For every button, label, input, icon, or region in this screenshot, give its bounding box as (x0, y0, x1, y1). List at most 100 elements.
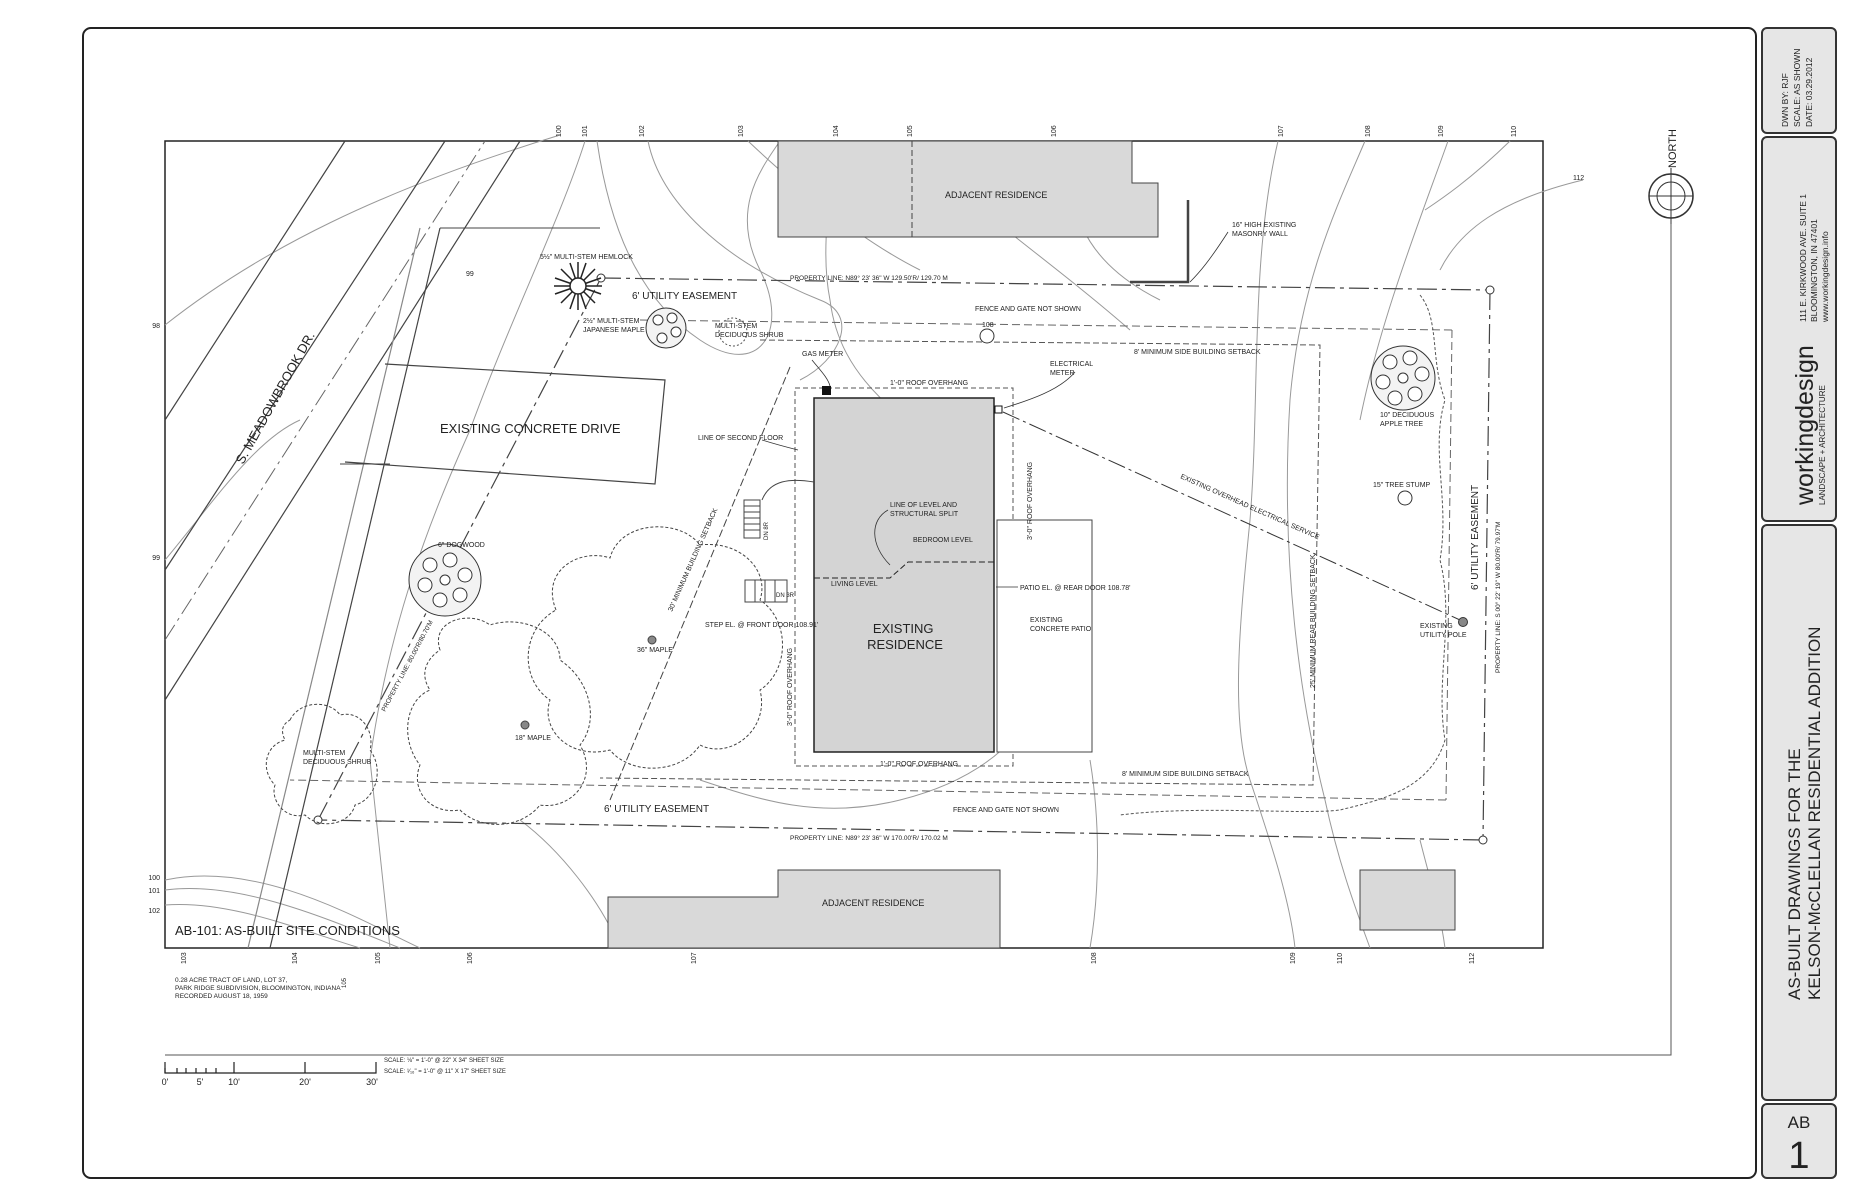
bedroom-level-label: BEDROOM LEVEL (913, 537, 973, 544)
contour-number: 100 (148, 875, 160, 882)
property-left-label: PROPERTY LINE: 80.00'R/80.70'M (381, 619, 435, 713)
contour-number: 100 (556, 125, 563, 137)
contour-numbers-left: 98 99 100 101 102 (148, 323, 160, 915)
utility-right-label: 6' UTILITY EASEMENT (1470, 485, 1481, 590)
contour-number: 107 (1278, 125, 1285, 137)
adjacent-structure-bottom-right (1359, 869, 1456, 931)
sheet-border (82, 27, 1757, 1179)
label-line: MASONRY WALL (1232, 231, 1288, 238)
label-line: STRUCTURAL SPLIT (890, 511, 959, 518)
contour-number: 106 (1051, 125, 1058, 137)
title-info-line: DWN BY: RJF (1780, 73, 1790, 127)
contour-number: 104 (833, 125, 840, 137)
contour-number: 99 (152, 555, 160, 562)
title-block (1761, 27, 1837, 1179)
adjacent-bottom-label: ADJACENT RESIDENCE (822, 898, 924, 908)
scale-tick-label: 20' (299, 1077, 311, 1087)
tree-canopy-18-maple (407, 617, 591, 825)
utility-top-label: 6' UTILITY EASEMENT (632, 291, 737, 302)
label-line: DECIDUOUS SHRUB (303, 759, 372, 766)
contour-number: 112 (1469, 953, 1476, 964)
residence-label-line: RESIDENCE (867, 637, 943, 652)
adjacent-residence-bottom (607, 869, 1001, 949)
label-line: 16" HIGH EXISTING (1232, 222, 1296, 229)
concrete-drive (344, 363, 666, 485)
roof-overhang-right-label: 3'-0" ROOF OVERHANG (1027, 462, 1034, 540)
contour-numbers-top: 100 101 102 103 104 105 106 107 108 109 … (556, 125, 1518, 137)
roof-overhang-left-label: 3'-0" ROOF OVERHANG (787, 648, 794, 726)
tree-stump-label: 15" TREE STUMP (1373, 482, 1431, 489)
label-line: METER (1050, 370, 1075, 377)
hemlock-label: 5½" MULTI-STEM HEMLOCK (540, 253, 633, 261)
spot-circle (979, 328, 995, 344)
label-line: CONCRETE PATIO (1030, 626, 1092, 633)
spot-elevation-label: 99 (466, 271, 474, 278)
contour-number: 102 (148, 908, 160, 915)
roof-overhang-outline (794, 387, 1014, 767)
firm-address: 111 E. KIRKWOOD AVE. SUITE 1 BLOOMINGTON… (1798, 192, 1830, 323)
shrub-left-label: MULTI-STEM DECIDUOUS SHRUB (303, 750, 372, 766)
legal-line: 0.28 ACRE TRACT OF LAND, LOT 37, (175, 977, 288, 984)
scale-bar (164, 1062, 377, 1074)
tree-canopy-decidous-shrub (265, 703, 378, 825)
residence-label: EXISTING RESIDENCE (867, 621, 943, 652)
fence-top-label: FENCE AND GATE NOT SHOWN (975, 306, 1081, 313)
label-line: UTILITY POLE (1420, 632, 1467, 639)
spot-elevation-label: 108 (982, 322, 994, 329)
front-stairs (743, 479, 815, 603)
contour-number: 102 (639, 125, 646, 137)
masonry-wall-label: 16" HIGH EXISTING MASONRY WALL (1232, 222, 1298, 238)
level-split-line (814, 561, 994, 579)
street-label: S. MEADOWBROOK DR. (233, 329, 318, 466)
apple-tree-label: 10" DECIDUOUS APPLE TREE (1380, 412, 1436, 428)
level-split-label: LINE OF LEVEL AND STRUCTURAL SPLIT (890, 502, 959, 518)
title-firm-box (1761, 136, 1837, 522)
contour-number: 106 (467, 952, 474, 964)
firm-name: workingdesign (1791, 345, 1819, 506)
property-right-label: PROPERTY LINE: S 00° 22' 19" W 80.00'R/ … (1494, 522, 1502, 673)
tree-hemlock-symbol (554, 262, 602, 310)
label-line: MULTI-STEM (715, 323, 757, 330)
setback-side-bottom-label: 8' MINIMUM SIDE BUILDING SETBACK (1122, 771, 1249, 778)
contour-number: 110 (1337, 953, 1344, 964)
firm-address-line: BLOOMINGTON, IN 47401 (1809, 219, 1819, 322)
contour-number: 101 (148, 888, 160, 895)
property-lines (317, 277, 1491, 841)
label-line: 10" DECIDUOUS (1380, 412, 1435, 419)
step-el-label: STEP EL. @ FRONT DOOR 108.91' (705, 622, 818, 629)
property-top-label: PROPERTY LINE: N89° 23' 36" W 129.50'R/ … (790, 274, 948, 282)
shrub-top-label: MULTI-STEM DECIDUOUS SHRUB (715, 323, 784, 339)
scale-note: SCALE: ⅛" = 1'-0" @ 22" X 34" SHEET SIZE (384, 1058, 504, 1064)
spot-elevation-label: 112 (1573, 175, 1584, 182)
label-line: MULTI-STEM (303, 750, 345, 757)
north-label: NORTH (1667, 129, 1679, 168)
label-line: DECIDUOUS SHRUB (715, 332, 784, 339)
setback-lines (599, 339, 1321, 786)
project-title: AS-BUILT DRAWINGS FOR THE KELSON-McCLELL… (1785, 627, 1824, 1000)
label-line: EXISTING (1030, 617, 1063, 624)
overhead-electrical-line (1002, 411, 1461, 621)
patio-el-label: PATIO EL. @ REAR DOOR 108.78' (1020, 585, 1131, 592)
tree-canopy-36-maple (527, 526, 783, 769)
contour-number: 105 (375, 952, 382, 964)
tree-stump-symbol (1397, 490, 1413, 506)
adjacent-residence-top (777, 140, 1159, 238)
existing-residence (813, 397, 995, 753)
title-sheet-box (1761, 1103, 1837, 1179)
contour-number: 101 (582, 125, 589, 137)
label-line: ELECTRICAL (1050, 361, 1093, 368)
electrical-meter-symbol (994, 405, 1003, 414)
firm-address-line: 111 E. KIRKWOOD AVE. SUITE 1 (1798, 194, 1808, 322)
dogwood-label: 6" DOGWOOD (438, 542, 485, 549)
legal-line: RECORDED AUGUST 18, 1959 (175, 993, 268, 1000)
shrub-multi-stem-symbol (718, 317, 748, 347)
utility-pole-label: EXISTING UTILITY POLE (1420, 623, 1467, 639)
label-line: APPLE TREE (1380, 421, 1423, 428)
tree-dogwood-symbol (408, 543, 482, 617)
property-pin (1485, 285, 1495, 295)
title-info-line: DATE: 03.29.2012 (1804, 57, 1814, 127)
contour-number: 105 (907, 125, 914, 137)
scale-note: SCALE: ¹⁄₁₆" = 1'-0" @ 11" X 17" SHEET S… (384, 1069, 506, 1075)
scale-tick-label: 5' (197, 1077, 204, 1087)
